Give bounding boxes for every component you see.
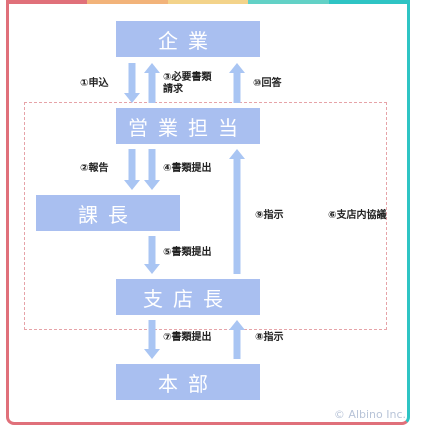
label-request-docs: ③必要書類 請求 [163,72,212,95]
arrow-head [144,264,160,274]
label-instruct-8: ⑧指示 [255,332,284,343]
stripe-segment [6,0,87,4]
arrow-head [144,349,160,359]
frame-top-stripe [6,0,410,4]
label-submit-docs-5: ⑤書類提出 [163,247,212,258]
arrow-shaft [148,236,156,265]
label-instruct-9: ⑨指示 [255,210,284,221]
arrow-shaft [233,158,241,274]
label-report: ②報告 [80,163,109,174]
arrow-instruct-9 [229,149,245,274]
arrow-shaft [128,149,136,181]
arrow-shaft [233,329,241,359]
branch-region [24,102,387,330]
outer-frame [6,0,410,425]
stripe-segment [329,0,410,4]
arrow-request-docs [144,63,160,103]
label-submit-docs-4: ④書類提出 [163,163,212,174]
arrow-submit-docs-4 [144,149,160,190]
arrow-answer [229,63,245,103]
label-branch-meeting: ⑥支店内協議 [328,210,387,221]
arrow-submit-docs-5 [144,236,160,274]
headquarters-box: 本部 [116,364,260,400]
arrow-shaft [148,149,156,181]
sales-staff-box: 営業担当 [116,108,260,144]
manager-box: 課長 [36,195,180,231]
arrow-head [229,63,245,73]
branch-head-box: 支店長 [116,279,260,315]
arrow-head [229,149,245,159]
label-apply: ①申込 [80,78,109,89]
arrow-head [144,63,160,73]
stripe-segment [86,0,168,4]
stripe-segment [248,0,330,4]
stripe-segment [167,0,249,4]
company-box: 企業 [116,21,260,57]
arrow-shaft [148,72,156,103]
arrow-instruct-8 [229,320,245,359]
copyright-text: © Albino Inc. [333,408,406,421]
arrow-shaft [148,320,156,350]
arrow-shaft [233,72,241,103]
label-answer: ⑩回答 [253,78,282,89]
arrow-head [144,180,160,190]
arrow-shaft [128,63,136,94]
arrow-head [124,93,140,103]
arrow-apply [124,63,140,103]
arrow-head [229,320,245,330]
arrow-head [124,180,140,190]
label-submit-docs-7: ⑦書類提出 [163,332,212,343]
arrow-report [124,149,140,190]
arrow-submit-docs-7 [144,320,160,359]
